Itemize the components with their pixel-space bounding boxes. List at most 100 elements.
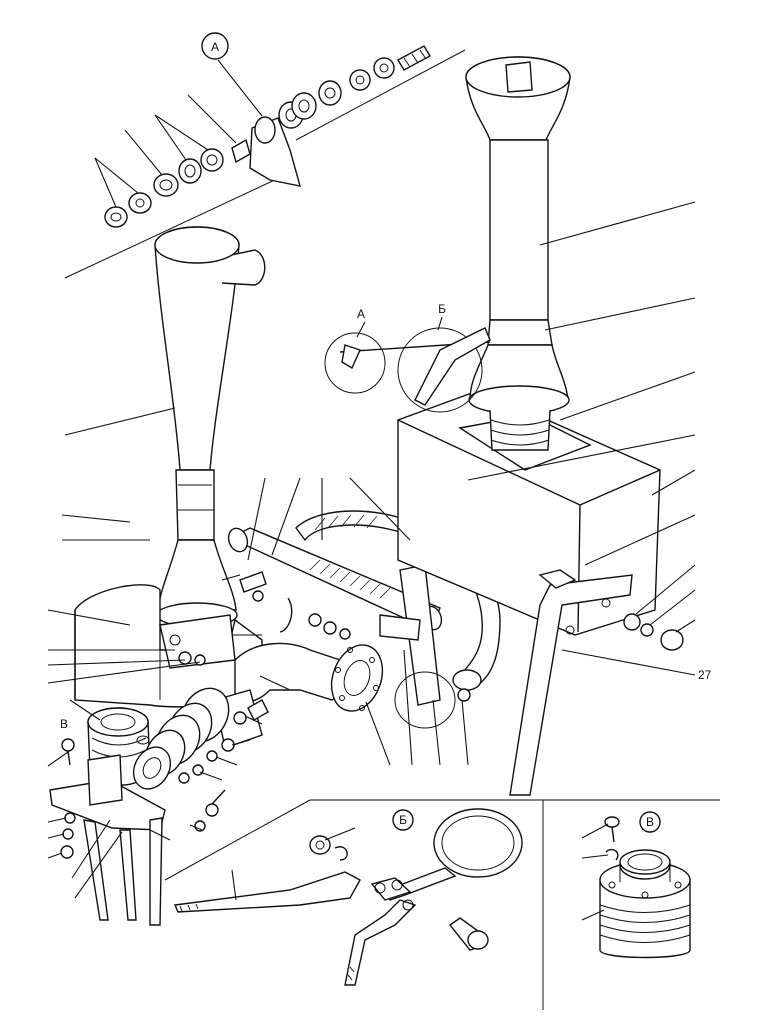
detail-a-small-label: А xyxy=(357,307,365,321)
bracket-riser xyxy=(87,754,123,806)
lower-arm-thread-2 xyxy=(349,966,355,973)
leader-27 xyxy=(561,649,696,676)
leader-lines-right xyxy=(467,201,696,633)
leader-a-4 xyxy=(154,114,187,161)
bellows-bore xyxy=(142,757,162,779)
duct-flange-bore xyxy=(343,660,371,696)
bracket-leg-2 xyxy=(119,829,137,921)
detail-v-bore xyxy=(627,853,663,871)
detail-v-rib-3 xyxy=(599,924,691,933)
frame-base-outline xyxy=(394,671,456,729)
bushing xyxy=(231,138,251,164)
frame-nut-2 xyxy=(323,621,337,635)
duct-flange xyxy=(330,644,384,712)
bracket-27-hole-2 xyxy=(565,625,575,635)
bracket-27-nut xyxy=(660,629,684,651)
right-housing xyxy=(397,56,661,636)
leader-c-7 xyxy=(259,675,291,691)
leader-left-12 xyxy=(71,819,111,879)
detail-b-bolt-head xyxy=(467,930,489,950)
detail-a-pointer xyxy=(356,321,366,338)
leader-left-11 xyxy=(47,852,63,859)
canister-body xyxy=(74,584,263,708)
leader-right-4 xyxy=(467,434,696,481)
washer-7 xyxy=(349,69,371,91)
washer-2 xyxy=(178,158,202,184)
bracket-bolt-head xyxy=(61,738,75,752)
detail-b-panel: Б xyxy=(164,799,720,1010)
bracket-27-lockwasher xyxy=(640,623,654,637)
washer-6 xyxy=(318,80,342,106)
leader-left-9 xyxy=(47,817,67,823)
washer-6-bore xyxy=(324,87,336,99)
bracket-bolt-shank xyxy=(67,750,71,766)
link-plate xyxy=(370,877,412,901)
coupling-nut-5 xyxy=(178,772,190,784)
left-intake-pipe xyxy=(154,226,266,628)
leader-left-3 xyxy=(47,609,131,626)
rod-thread-3 xyxy=(195,903,199,910)
leader-lines-left xyxy=(47,407,201,899)
mid-detail-callouts: А Б xyxy=(324,302,491,413)
flex-hose-bottom-cuff xyxy=(452,669,482,691)
washer-7-bore xyxy=(355,75,365,85)
ring-clamp-outer xyxy=(433,808,523,878)
lower-arm-thread-1 xyxy=(347,974,353,981)
callout-27: 27 xyxy=(698,668,712,682)
detail-v-panel: В xyxy=(581,811,691,959)
washer-1-bore xyxy=(159,179,173,191)
left-pipe-flare xyxy=(157,539,237,611)
leader-c-11 xyxy=(199,771,223,781)
right-pipe-bellows xyxy=(489,409,551,451)
washer-3-bore xyxy=(206,154,218,166)
leader-lines-center xyxy=(149,477,469,841)
detail-a-marker-label: А xyxy=(211,40,219,54)
nut-3 xyxy=(373,57,395,79)
small-bracket-bolt xyxy=(239,571,267,593)
small-nut xyxy=(252,590,264,602)
coupling-nut-1 xyxy=(233,711,247,725)
leader-left-1 xyxy=(61,514,131,523)
outlet-flange-top xyxy=(87,707,149,737)
detail-a-lower-boundary xyxy=(64,169,297,279)
detail-v-hole-1 xyxy=(608,881,616,889)
detail-a-marker-circle xyxy=(201,32,229,60)
detail-b-small-label: Б xyxy=(438,302,446,316)
leader-a-5 xyxy=(154,114,209,151)
detail-v-leader-2 xyxy=(581,854,609,859)
detail-v-rib-2 xyxy=(599,914,691,923)
coupling-nut-3 xyxy=(206,750,218,762)
right-pipe-tube xyxy=(489,139,549,321)
lower-arm-pivot xyxy=(402,899,414,911)
flex-hose-clamp-nut xyxy=(457,688,471,702)
leader-right-9 xyxy=(675,619,696,633)
leader-right-5 xyxy=(651,469,696,496)
housing-corner-edge xyxy=(577,504,581,633)
detail-b-marker-label: Б xyxy=(399,813,407,827)
right-pipe-collar xyxy=(487,319,553,346)
washer-1 xyxy=(153,173,179,197)
leader-left-6 xyxy=(47,661,201,684)
bellows-ring-5 xyxy=(132,746,172,790)
leader-right-3 xyxy=(559,371,696,421)
flange-hole-4 xyxy=(359,705,365,711)
leader-c-10 xyxy=(215,756,238,766)
detail-v-leader-3 xyxy=(581,909,605,921)
left-pipe-elbow xyxy=(216,249,266,286)
loose-bolt-shank xyxy=(211,789,226,805)
leader-c-17 xyxy=(149,829,171,841)
detail-v-reference-label: В xyxy=(60,717,68,731)
frame-crossbar xyxy=(379,614,421,641)
washer-2-bore xyxy=(184,164,196,178)
washer-5-bore xyxy=(298,99,310,113)
leader-a-1 xyxy=(94,157,117,208)
detail-b-arm xyxy=(414,327,491,406)
detail-b-nut-bore xyxy=(315,840,325,850)
y-duct xyxy=(132,642,384,832)
leader-c-1 xyxy=(247,477,266,561)
flange-hole-2 xyxy=(369,657,375,663)
outlet-clip xyxy=(136,735,150,745)
clamp-bolt-1 xyxy=(169,634,181,646)
